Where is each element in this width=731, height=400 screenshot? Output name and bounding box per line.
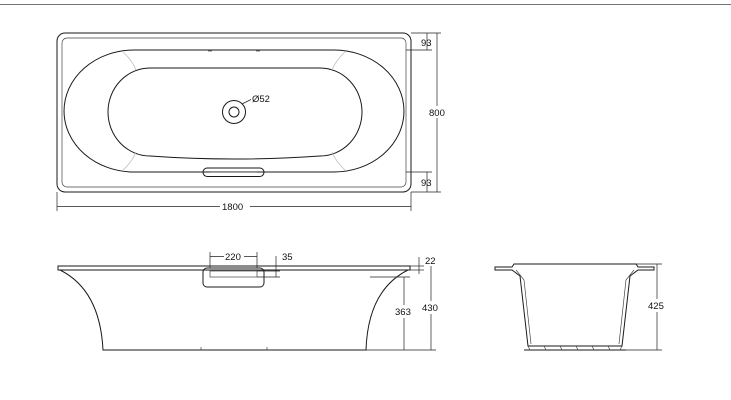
- side-handle-inner: [209, 270, 258, 278]
- end-elevation: 425: [494, 263, 667, 351]
- backrest-shading-left-top: [122, 51, 137, 71]
- side-body-outline: [59, 269, 409, 351]
- dim-label-35: 35: [282, 252, 293, 263]
- backrest-shading-right-bottom: [331, 151, 346, 171]
- drain-leader: [241, 98, 253, 105]
- backrest-shading-right-top: [331, 51, 346, 71]
- basin-inner-outline: [107, 67, 363, 160]
- end-base-feet: [527, 345, 623, 351]
- end-inner-wall-right: [618, 269, 635, 345]
- dim-label-22: 22: [425, 256, 436, 267]
- dim-label-93-top: 93: [421, 38, 432, 49]
- backrest-shading-left-bottom: [122, 151, 137, 171]
- dim-label-425: 425: [648, 301, 664, 312]
- dim-label-430: 430: [422, 303, 438, 314]
- tub-outer-rim: [56, 32, 412, 193]
- end-rim-outline: [494, 263, 655, 347]
- dim-label-363: 363: [395, 307, 411, 318]
- dim-label-1800: 1800: [222, 202, 243, 213]
- dim-label-800: 800: [429, 108, 445, 119]
- grip-handle-outer: [202, 167, 265, 177]
- basin-outer-outline: [63, 49, 405, 173]
- end-inner-wall-left: [515, 269, 532, 345]
- dim-label-93-bottom: 93: [421, 178, 432, 189]
- dim-label-220: 220: [225, 252, 241, 263]
- side-handle-outer: [202, 267, 265, 288]
- drain-outer-ring: [222, 100, 246, 124]
- drain-diameter-label: Ø52: [252, 94, 270, 105]
- drain-inner-ring: [228, 106, 240, 118]
- side-elevation: 220 35 22 363 430: [57, 250, 441, 351]
- tub-inner-rim: [61, 37, 407, 188]
- plan-view: Ø52 93 93 800 1800: [56, 32, 446, 213]
